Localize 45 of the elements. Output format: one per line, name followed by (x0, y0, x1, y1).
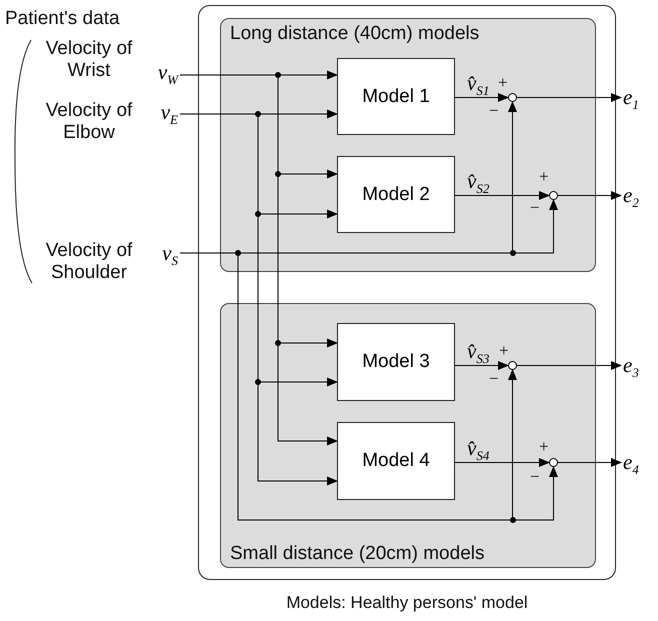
summing-junction (508, 93, 517, 102)
arrow (558, 191, 622, 200)
variable-symbol: v$_{W}$ (158, 60, 178, 90)
edge-label: v̂$_{S4}$ (467, 436, 490, 465)
outer-frame (198, 5, 616, 580)
input-label: Velocity of Shoulder (44, 240, 134, 284)
group-title: Small distance (20cm) models (230, 543, 484, 565)
variable-symbol: v$_{E}$ (160, 100, 178, 130)
edge-label: v̂$_{S3}$ (467, 338, 490, 368)
model-box: Model 1 (337, 58, 455, 135)
arrow (516, 93, 622, 102)
arrow (454, 191, 550, 200)
caption: Models: Healthy persons' model (285, 592, 529, 614)
input-label: Velocity of Elbow (44, 100, 134, 144)
sign-label: − (489, 370, 499, 388)
edge-label: v̂$_{S1}$ (467, 70, 490, 100)
arrow (454, 93, 509, 102)
arrow (454, 361, 509, 370)
model-box: Model 3 (337, 323, 455, 401)
arrow (558, 458, 622, 467)
arrow (454, 458, 550, 467)
model-group-panel (220, 303, 596, 568)
sign-label: + (539, 168, 549, 186)
sign-label: + (539, 438, 549, 456)
sign-label: + (498, 74, 508, 92)
summing-junction (549, 458, 558, 467)
error-output: e$_{4}$ (623, 450, 653, 476)
error-output: e$_{2}$ (623, 183, 653, 209)
sign-label: + (499, 342, 509, 360)
model-box: Model 4 (337, 422, 455, 500)
input-label: Velocity of Wrist (44, 38, 134, 82)
arrow (516, 361, 622, 370)
sign-label: − (530, 468, 540, 486)
summing-junction (508, 361, 517, 370)
edge-label: v̂$_{S2}$ (467, 168, 490, 198)
sign-label: − (489, 102, 499, 120)
summing-junction (549, 191, 558, 200)
input-group-label: Patient's data (5, 8, 120, 30)
model-box: Model 2 (337, 156, 455, 233)
error-output: e$_{1}$ (623, 85, 653, 111)
sign-label: − (530, 199, 540, 217)
variable-symbol: v$_{S}$ (162, 241, 178, 270)
error-output: e$_{3}$ (623, 353, 653, 379)
model-group-panel (220, 18, 596, 272)
group-title: Long distance (40cm) models (230, 23, 480, 45)
